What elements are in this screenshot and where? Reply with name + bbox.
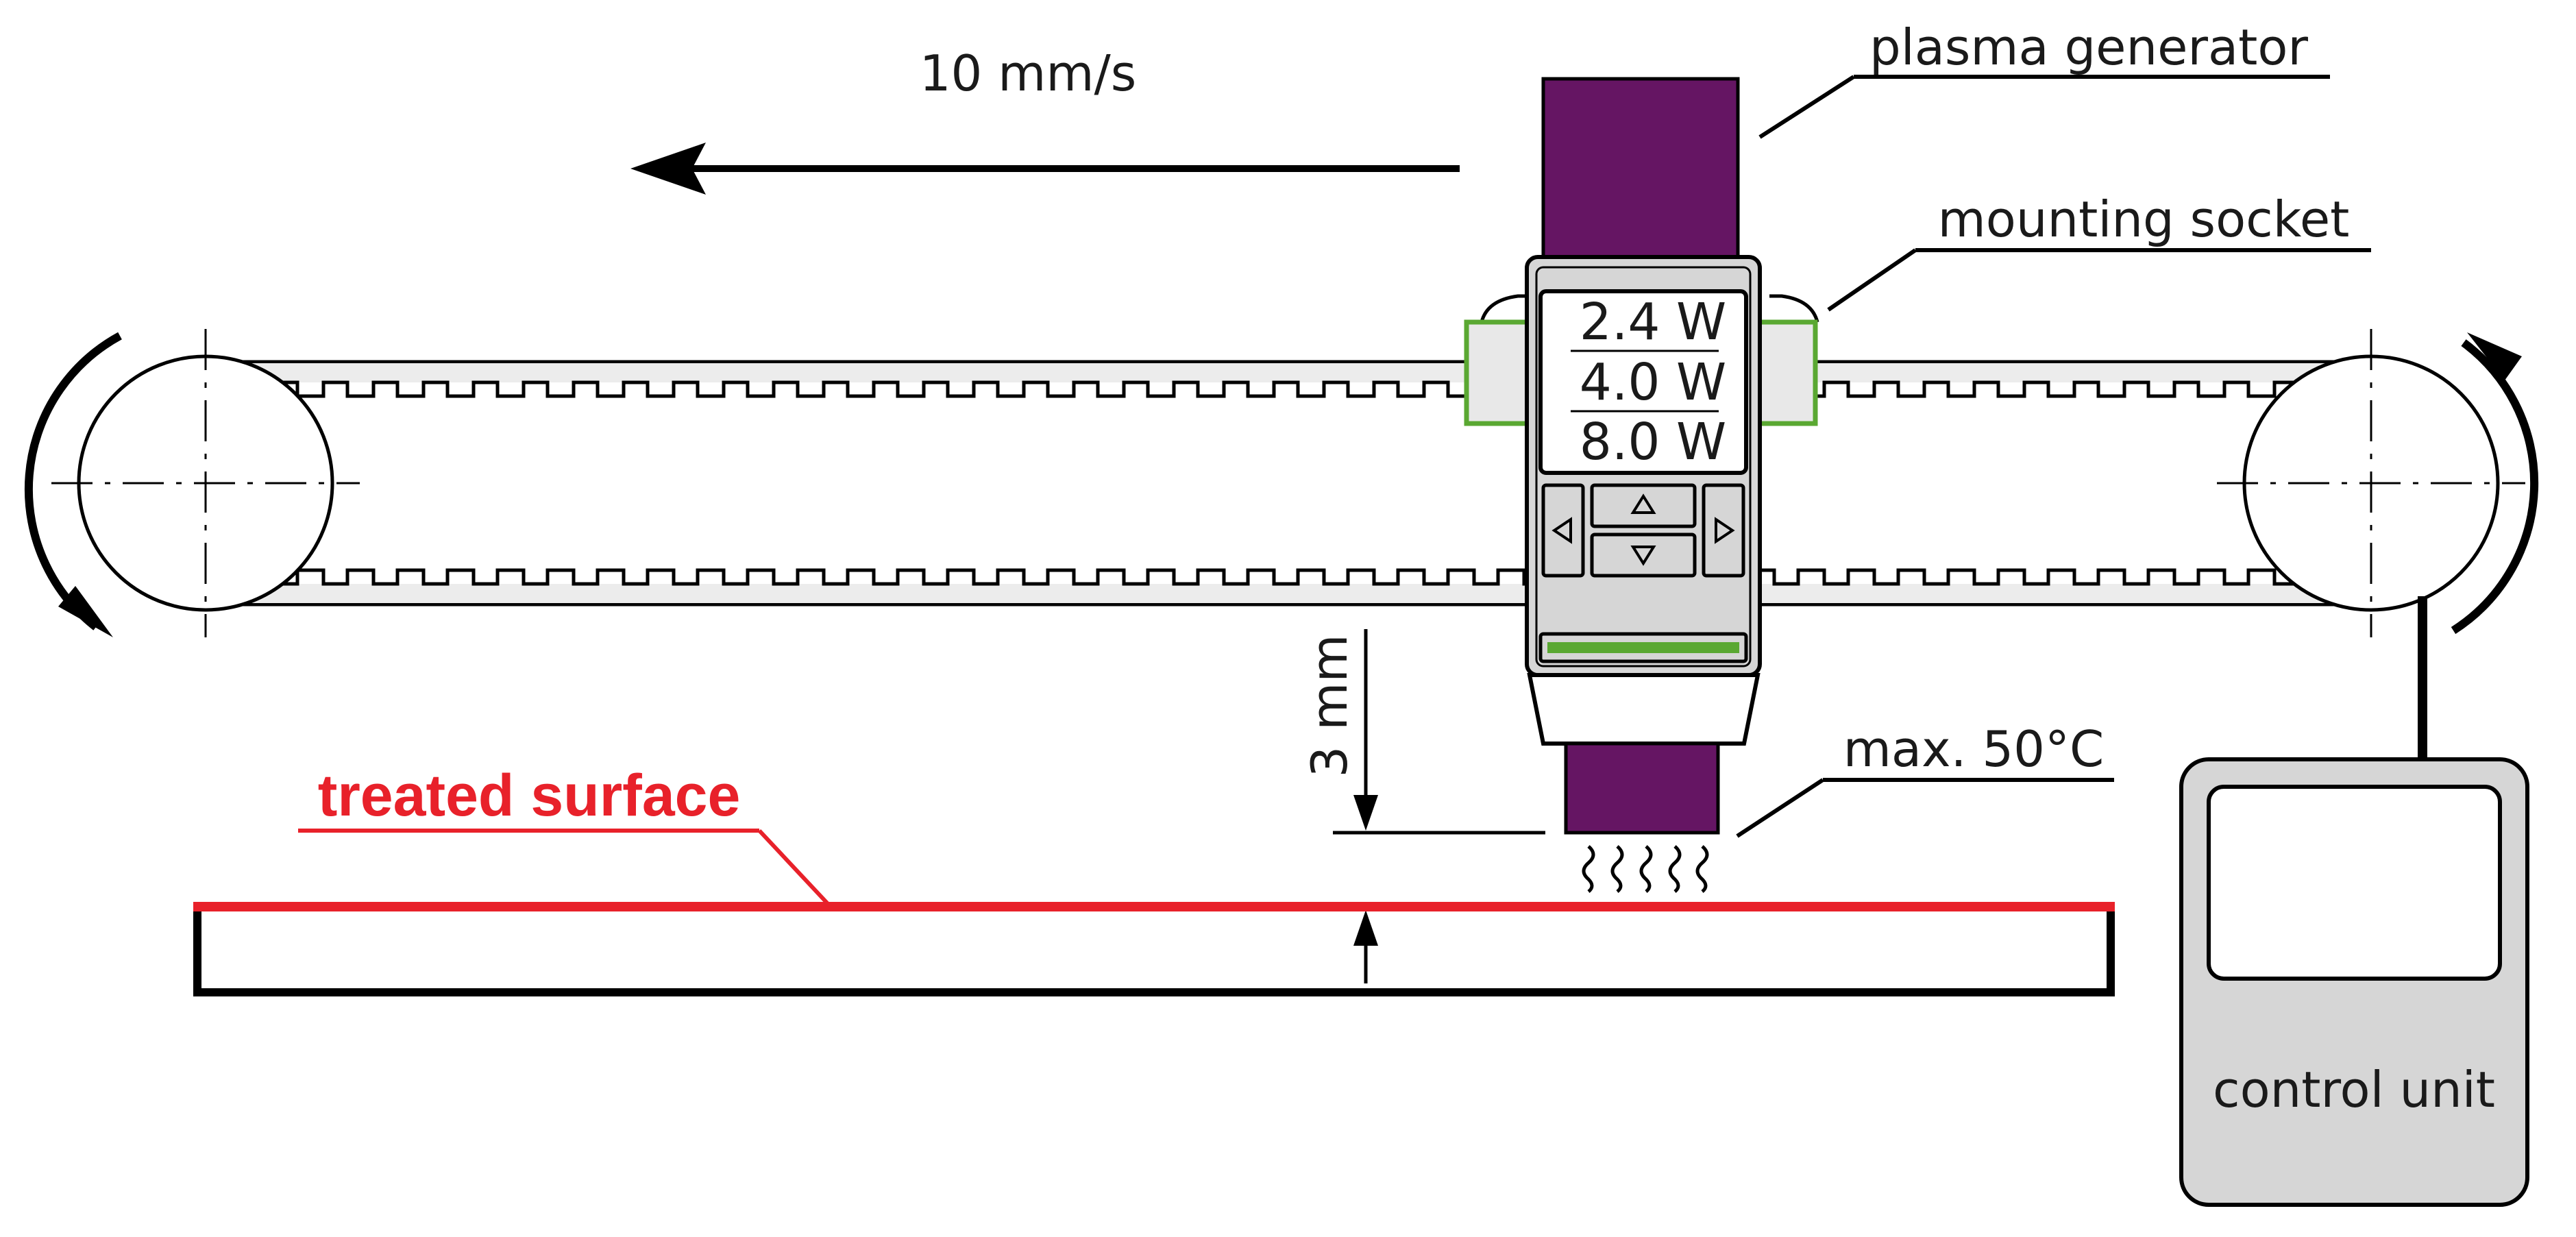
speed-indicator: 10 mm/s xyxy=(630,45,1460,195)
workpiece-outline xyxy=(193,908,2115,996)
gap-arrowhead-top xyxy=(1353,795,1378,831)
device-nozzle-housing xyxy=(1527,673,1761,746)
control-unit: control unit xyxy=(2179,596,2529,1207)
button-right[interactable] xyxy=(1702,483,1745,578)
socket-hook-left xyxy=(1480,294,1530,323)
leader-mounting-socket xyxy=(1827,248,1917,312)
belt-teeth-bottom xyxy=(236,568,2340,586)
triangle-right-icon xyxy=(1715,517,1735,544)
gap-arrowhead-bottom xyxy=(1353,910,1378,946)
label-gap: 3 mm xyxy=(1301,635,1358,778)
socket-hook-right xyxy=(1769,294,1819,323)
plasma-generator-top xyxy=(1541,77,1740,276)
left-rotation-arrow xyxy=(24,332,122,630)
speed-label: 10 mm/s xyxy=(920,45,1137,102)
plasma-device: 2.4 W 4.0 W 8.0 W xyxy=(1464,77,1819,893)
plasma-discharge-icon xyxy=(1582,845,1709,893)
leader-plasma-generator xyxy=(1758,75,1855,139)
treated-surface-part: treated surface xyxy=(193,763,2115,996)
button-down[interactable] xyxy=(1590,532,1697,578)
device-display xyxy=(1538,289,1748,475)
leader-max-temp xyxy=(1736,778,1824,838)
gap-dimension: 3 mm xyxy=(1301,629,1545,983)
leader-treated-surface xyxy=(757,829,833,909)
triangle-down-icon xyxy=(1630,546,1656,566)
right-rotation-arrowhead xyxy=(2467,332,2522,380)
triangle-up-icon xyxy=(1630,493,1656,514)
left-rotation-arrowhead xyxy=(58,586,113,637)
label-control-unit: control unit xyxy=(2213,1061,2495,1118)
triangle-left-icon xyxy=(1551,517,1572,544)
label-mounting-socket: mounting socket xyxy=(1938,191,2350,248)
label-max-temp: max. 50°C xyxy=(1843,720,2105,778)
label-plasma-generator: plasma generator xyxy=(1869,19,2308,76)
conveyor xyxy=(24,329,2539,637)
label-treated-surface: treated surface xyxy=(318,763,741,829)
belt-teeth-top xyxy=(236,380,2340,398)
plasma-nozzle xyxy=(1564,742,1720,835)
right-rotation-arrow xyxy=(2451,339,2539,635)
belt-bottom-band xyxy=(206,584,2371,603)
mounting-socket-right xyxy=(1750,319,1818,426)
status-bar-indicator xyxy=(1547,642,1739,653)
control-unit-screen xyxy=(2207,785,2502,981)
power-level-2: 4.0 W xyxy=(1580,353,1726,412)
power-level-1: 2.4 W xyxy=(1580,293,1726,352)
belt-top-band xyxy=(206,363,2371,382)
button-left[interactable] xyxy=(1541,483,1585,578)
button-up[interactable] xyxy=(1590,483,1697,528)
callouts: plasma generator mounting socket max. 50… xyxy=(1736,19,2371,838)
speed-arrowhead xyxy=(630,143,706,195)
power-level-3: 8.0 W xyxy=(1580,413,1726,471)
device-body-inner xyxy=(1535,266,1752,668)
mounting-socket-left xyxy=(1464,319,1532,426)
